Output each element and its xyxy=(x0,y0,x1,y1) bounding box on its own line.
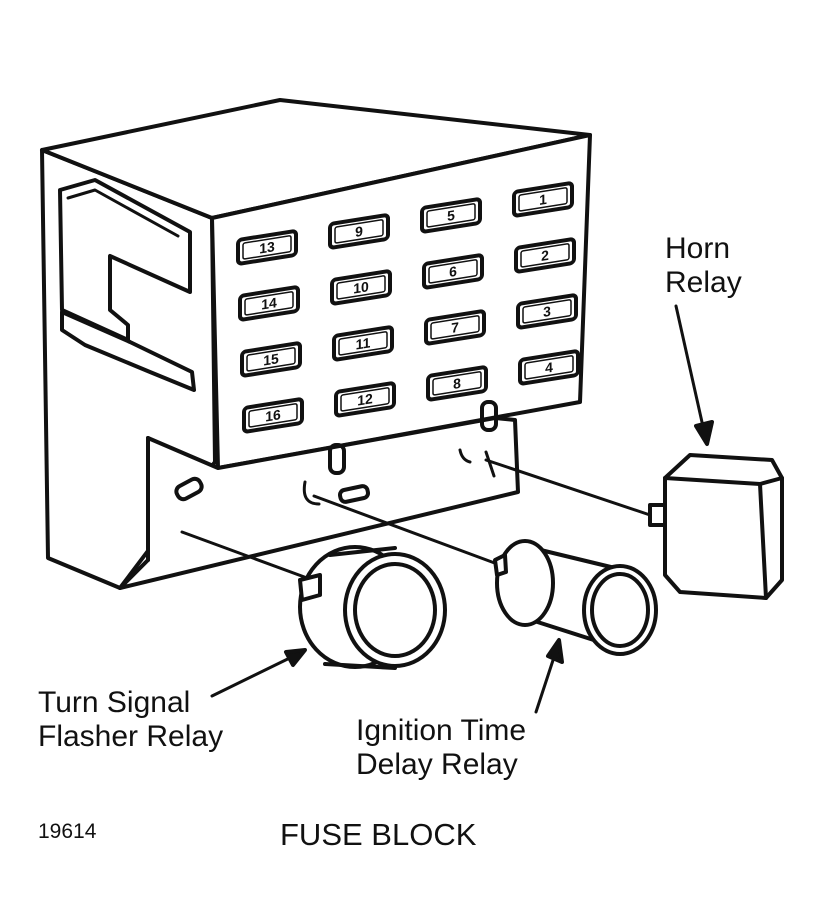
fuse-slot-frame xyxy=(518,349,580,386)
fuse-slot-inner xyxy=(338,331,388,356)
fuse-slot-frame xyxy=(334,381,396,418)
plate-slot xyxy=(328,443,346,475)
fuse-slot: 14 xyxy=(238,285,300,322)
fuse-slot-number: 7 xyxy=(451,319,459,336)
fuse-slot-inner xyxy=(518,187,568,212)
horn-arrow xyxy=(674,304,708,442)
fuse-slot: 6 xyxy=(422,253,484,290)
fuse-slot-inner xyxy=(336,275,386,300)
fuse-slot-frame xyxy=(236,229,298,266)
fuse-slot-inner xyxy=(246,347,296,372)
fuse-slot-frame xyxy=(512,181,574,218)
fuse-slot-inner xyxy=(334,219,384,244)
fuse-slot: 16 xyxy=(242,397,304,434)
fuse-slot-inner xyxy=(524,355,574,380)
fuse-slot-frame xyxy=(238,285,300,322)
fuse-slot-frame xyxy=(420,197,482,234)
wire-ignition xyxy=(312,494,502,567)
fuse-slot-frame xyxy=(514,237,576,274)
turn-signal-flasher-relay xyxy=(298,545,447,670)
fuse-slot-number: 16 xyxy=(265,406,281,424)
fuse-slot-inner xyxy=(432,371,482,396)
fuse-slot-frame xyxy=(332,325,394,362)
fuse-slot-frame xyxy=(240,341,302,378)
fuse-slot: 12 xyxy=(334,381,396,418)
fuse-slot-number: 10 xyxy=(353,278,369,296)
fuse-slot-inner xyxy=(522,299,572,324)
diagram-caption: FUSE BLOCK xyxy=(280,817,477,852)
fuse-slot: 7 xyxy=(424,309,486,346)
horn-relay-label-line1: Horn xyxy=(665,232,731,265)
fuse-slot-number: 12 xyxy=(357,390,373,408)
plate-slot xyxy=(337,484,371,504)
fuse-slot: 9 xyxy=(328,213,390,250)
plate-slot xyxy=(480,400,498,432)
fuse-slot-number: 14 xyxy=(261,294,277,312)
fuse-slot: 13 xyxy=(236,229,298,266)
fuse-slot: 2 xyxy=(514,237,576,274)
fuse-slot-number: 1 xyxy=(539,191,547,208)
figure-number: 19614 xyxy=(38,820,97,843)
fuse-slot-grid: 13 9 5 1 14 10 6 2 15 11 7 3 16 12 8 4 xyxy=(236,181,580,434)
fuse-slot-inner xyxy=(520,243,570,268)
fuse-slot-inner xyxy=(244,291,294,316)
fuse-block-front-face xyxy=(210,133,592,470)
fuse-slot-inner xyxy=(242,235,292,260)
fuse-slot-number: 11 xyxy=(356,334,371,352)
turn-signal-flasher-relay-label: Turn Signal Flasher Relay xyxy=(38,686,223,754)
fuse-slot-number: 6 xyxy=(449,263,457,280)
fuse-slot-inner xyxy=(426,203,476,228)
fuse-slot: 10 xyxy=(330,269,392,306)
fuse-slot: 11 xyxy=(332,325,394,362)
ignition-label-line2: Delay Relay xyxy=(356,748,518,781)
fuse-slot-inner xyxy=(430,315,480,340)
fuse-slot-frame xyxy=(516,293,578,330)
horn-relay-label-line2: Relay xyxy=(665,266,742,299)
fuse-slot-number: 15 xyxy=(263,350,279,368)
fuse-slot-number: 2 xyxy=(541,247,549,264)
horn-relay xyxy=(648,453,784,600)
fuse-slot-frame xyxy=(328,213,390,250)
fuse-slot-number: 8 xyxy=(453,375,461,392)
fuse-slot: 1 xyxy=(512,181,574,218)
fuse-slot: 3 xyxy=(516,293,578,330)
fuse-slot: 4 xyxy=(518,349,580,386)
fuse-slot: 5 xyxy=(420,197,482,234)
fuse-slot: 8 xyxy=(426,365,488,402)
fuse-slot-number: 5 xyxy=(447,207,455,224)
fuse-slot-number: 3 xyxy=(543,303,551,320)
plate-slot xyxy=(174,476,204,502)
fuse-slot: 15 xyxy=(240,341,302,378)
fuse-slot-inner xyxy=(428,259,478,284)
wire-turn-signal xyxy=(180,530,320,584)
ignition-time-delay-relay-label: Ignition Time Delay Relay xyxy=(356,714,526,782)
wire-horn xyxy=(484,458,652,517)
fuse-slot-inner xyxy=(248,403,298,428)
fuse-slot-number: 13 xyxy=(259,238,275,256)
turn-signal-label-line1: Turn Signal xyxy=(38,686,191,719)
ignition-label-line1: Ignition Time xyxy=(356,714,527,747)
fuse-slot-frame xyxy=(242,397,304,434)
fuse-slot-number: 4 xyxy=(545,359,553,376)
bracket-lower xyxy=(60,310,196,392)
fuse-slot-frame xyxy=(330,269,392,306)
turn-signal-arrow xyxy=(210,650,304,698)
fuse-slot-frame xyxy=(426,365,488,402)
horn-relay-label: Horn Relay xyxy=(665,232,742,300)
fuse-slot-number: 9 xyxy=(355,223,363,240)
fuse-slot-frame xyxy=(424,309,486,346)
ignition-time-delay-relay xyxy=(493,539,658,656)
fuse-slot-inner xyxy=(340,387,390,412)
turn-signal-label-line2: Flasher Relay xyxy=(38,720,224,753)
fuse-slot-frame xyxy=(422,253,484,290)
